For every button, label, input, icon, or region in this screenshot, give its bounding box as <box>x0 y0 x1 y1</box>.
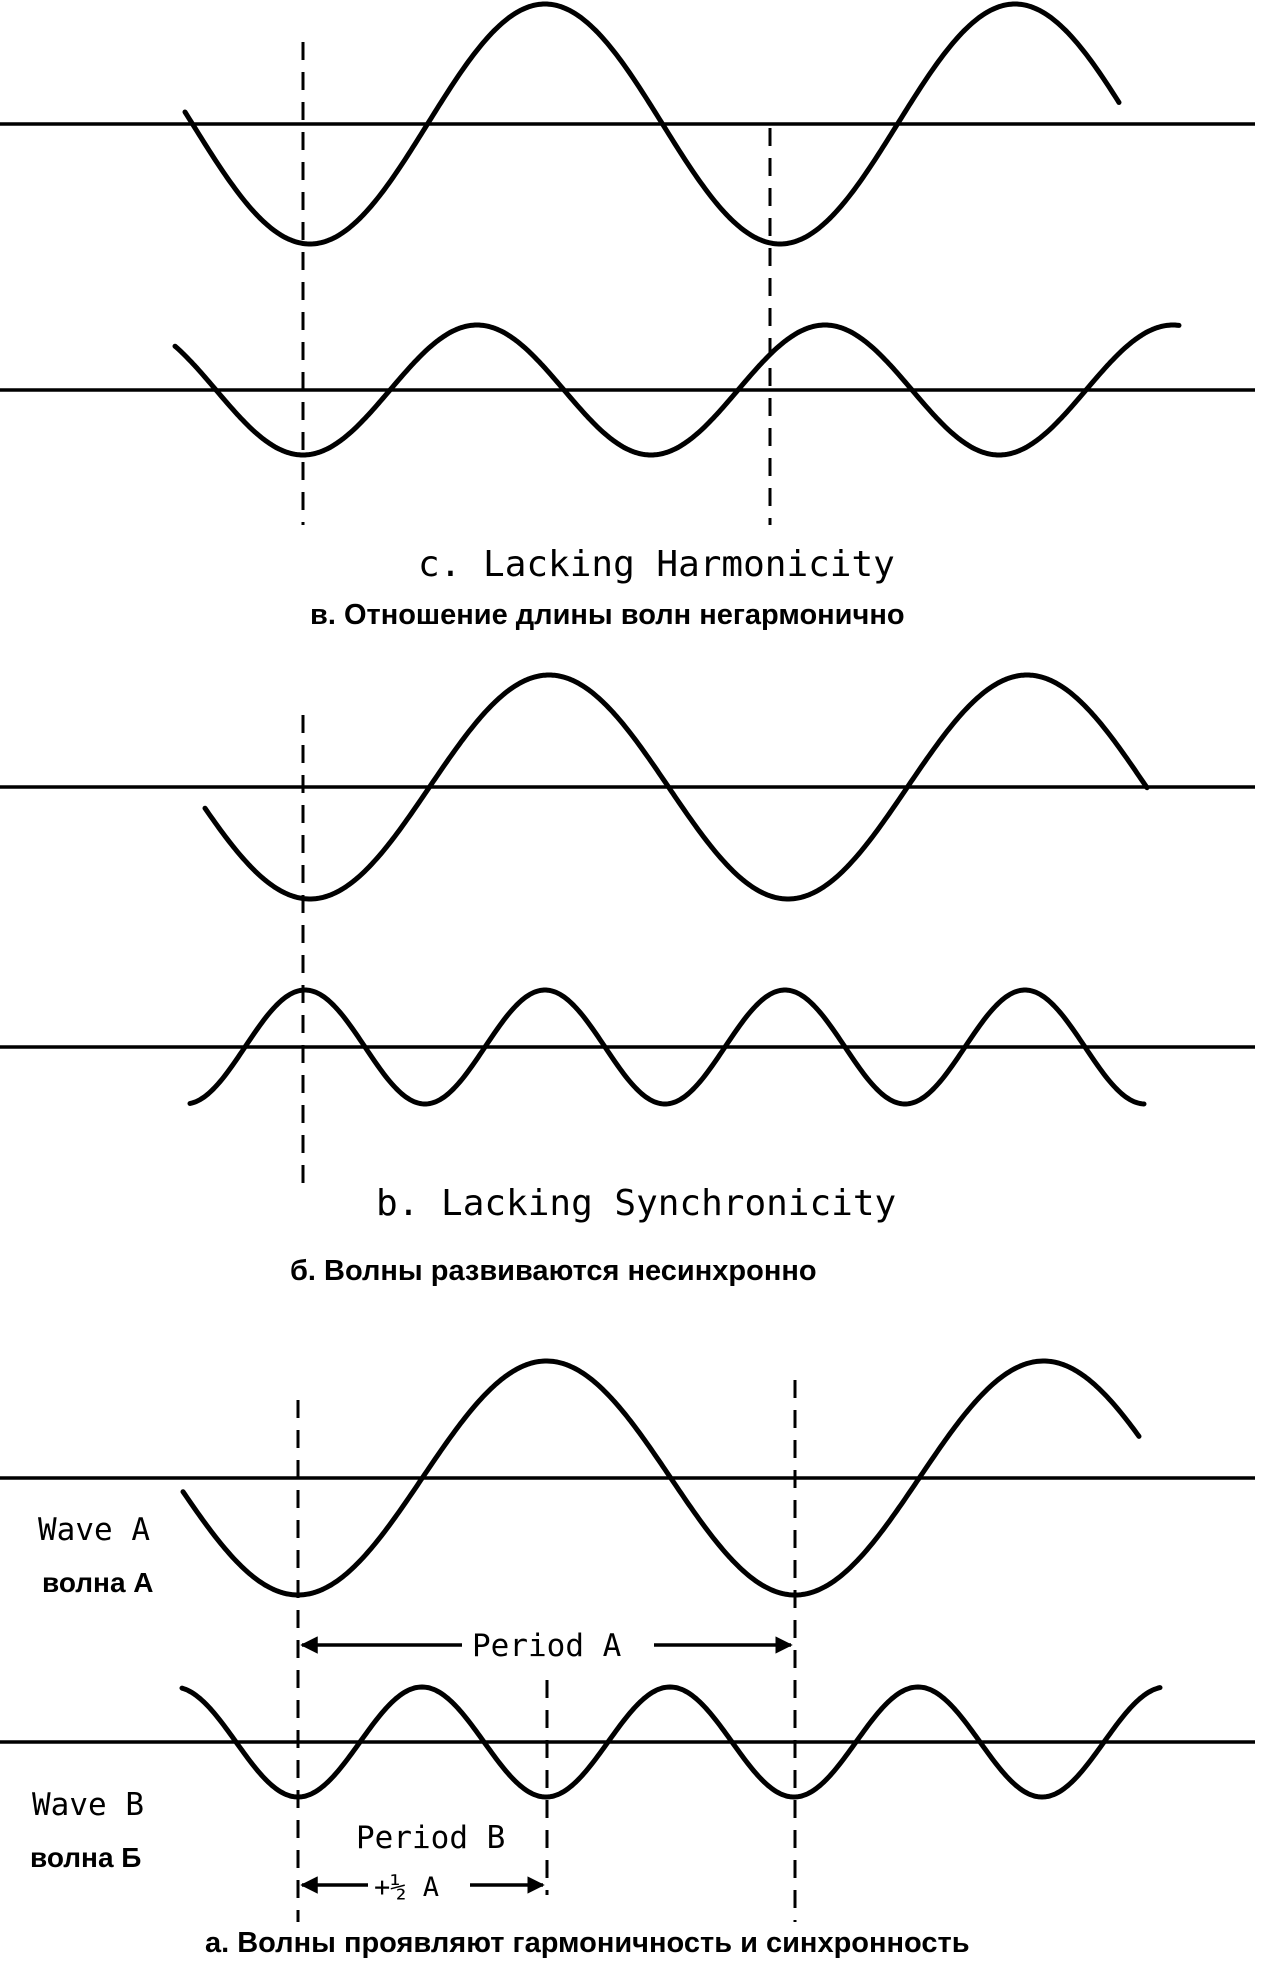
wave-b-label-en: Wave B <box>32 1787 144 1823</box>
panel-b-wave-a <box>202 672 1150 902</box>
panel-a-wave-a <box>180 1358 1142 1598</box>
panel-a-wave-b <box>179 1684 1163 1800</box>
period-a-label: Period A <box>472 1628 622 1664</box>
panel-b-wave-b <box>187 987 1147 1107</box>
panel-c: c. Lacking Harmonicity в. Отношение длин… <box>0 1 1255 631</box>
period-b-sub-label: +½ A <box>374 1872 439 1903</box>
period-b-label: Period B <box>356 1820 505 1856</box>
panel-c-caption-en: c. Lacking Harmonicity <box>418 544 895 585</box>
panel-c-wave-b <box>172 322 1182 458</box>
panel-a-caption-ru: а. Волны проявляют гармоничность и синхр… <box>205 1927 970 1959</box>
wave-a-label-en: Wave A <box>38 1512 150 1548</box>
panel-a: Wave A волна А Wave B волна Б Period A P… <box>0 1358 1255 1959</box>
panel-c-caption-ru: в. Отношение длины волн негармонично <box>310 599 905 631</box>
panel-b-caption-ru: б. Волны развиваются несинхронно <box>290 1255 817 1287</box>
wave-a-label-ru: волна А <box>42 1567 154 1598</box>
panel-c-wave-a <box>182 1 1122 247</box>
wave-b-label-ru: волна Б <box>30 1842 141 1873</box>
panel-b-caption-en: b. Lacking Synchronicity <box>376 1183 896 1224</box>
panel-b: b. Lacking Synchronicity б. Волны развив… <box>0 672 1255 1287</box>
